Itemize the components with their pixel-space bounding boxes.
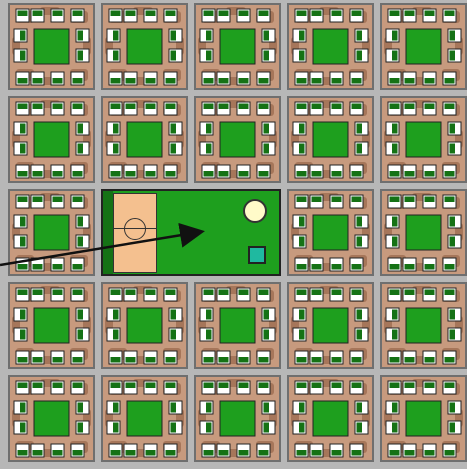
target-square-icon[interactable] xyxy=(248,246,266,264)
board-tile[interactable] xyxy=(287,189,374,276)
center-circle xyxy=(124,218,146,240)
soccer-field-tile-icon xyxy=(196,98,279,181)
board-tile[interactable] xyxy=(287,96,374,183)
soccer-field-tile-icon xyxy=(289,98,372,181)
soccer-field-tile-icon xyxy=(10,98,93,181)
board-tile[interactable] xyxy=(194,3,281,90)
soccer-field-tile-icon xyxy=(382,5,465,88)
soccer-field-tile-icon xyxy=(289,377,372,460)
soccer-field-tile-icon xyxy=(10,377,93,460)
soccer-field-tile-icon xyxy=(103,98,186,181)
board-tile[interactable] xyxy=(194,375,281,462)
goal-area xyxy=(113,193,157,273)
board-tile[interactable] xyxy=(287,282,374,369)
board-tile[interactable] xyxy=(380,375,467,462)
soccer-field-tile-icon xyxy=(382,191,465,274)
soccer-field-tile-icon xyxy=(196,5,279,88)
board-tile[interactable] xyxy=(8,282,95,369)
soccer-field-tile-icon xyxy=(382,284,465,367)
board-tile[interactable] xyxy=(380,189,467,276)
soccer-field-tile-icon xyxy=(10,284,93,367)
soccer-field-tile-icon xyxy=(10,191,93,274)
play-field[interactable] xyxy=(101,189,281,276)
board-tile[interactable] xyxy=(8,96,95,183)
soccer-field-tile-icon xyxy=(103,284,186,367)
soccer-field-tile-icon xyxy=(289,191,372,274)
soccer-field-tile-icon xyxy=(196,284,279,367)
board-tile[interactable] xyxy=(101,375,188,462)
soccer-field-tile-icon xyxy=(382,98,465,181)
board-tile[interactable] xyxy=(194,282,281,369)
soccer-field-tile-icon xyxy=(196,377,279,460)
soccer-field-tile-icon xyxy=(289,284,372,367)
board-tile[interactable] xyxy=(8,189,95,276)
soccer-field-tile-icon xyxy=(10,5,93,88)
soccer-field-tile-icon xyxy=(103,5,186,88)
board-tile[interactable] xyxy=(101,282,188,369)
board-tile[interactable] xyxy=(8,375,95,462)
board-tile[interactable] xyxy=(287,375,374,462)
board-tile[interactable] xyxy=(101,3,188,90)
board-tile[interactable] xyxy=(380,3,467,90)
field-edge-strip xyxy=(103,191,113,274)
soccer-field-tile-icon xyxy=(289,5,372,88)
board-tile[interactable] xyxy=(194,96,281,183)
soccer-field-tile-icon xyxy=(103,377,186,460)
ball-icon[interactable] xyxy=(243,199,267,223)
soccer-field-tile-icon xyxy=(382,377,465,460)
board-tile[interactable] xyxy=(380,96,467,183)
board-tile[interactable] xyxy=(101,96,188,183)
board-tile[interactable] xyxy=(380,282,467,369)
board-tile[interactable] xyxy=(8,3,95,90)
board-tile[interactable] xyxy=(287,3,374,90)
